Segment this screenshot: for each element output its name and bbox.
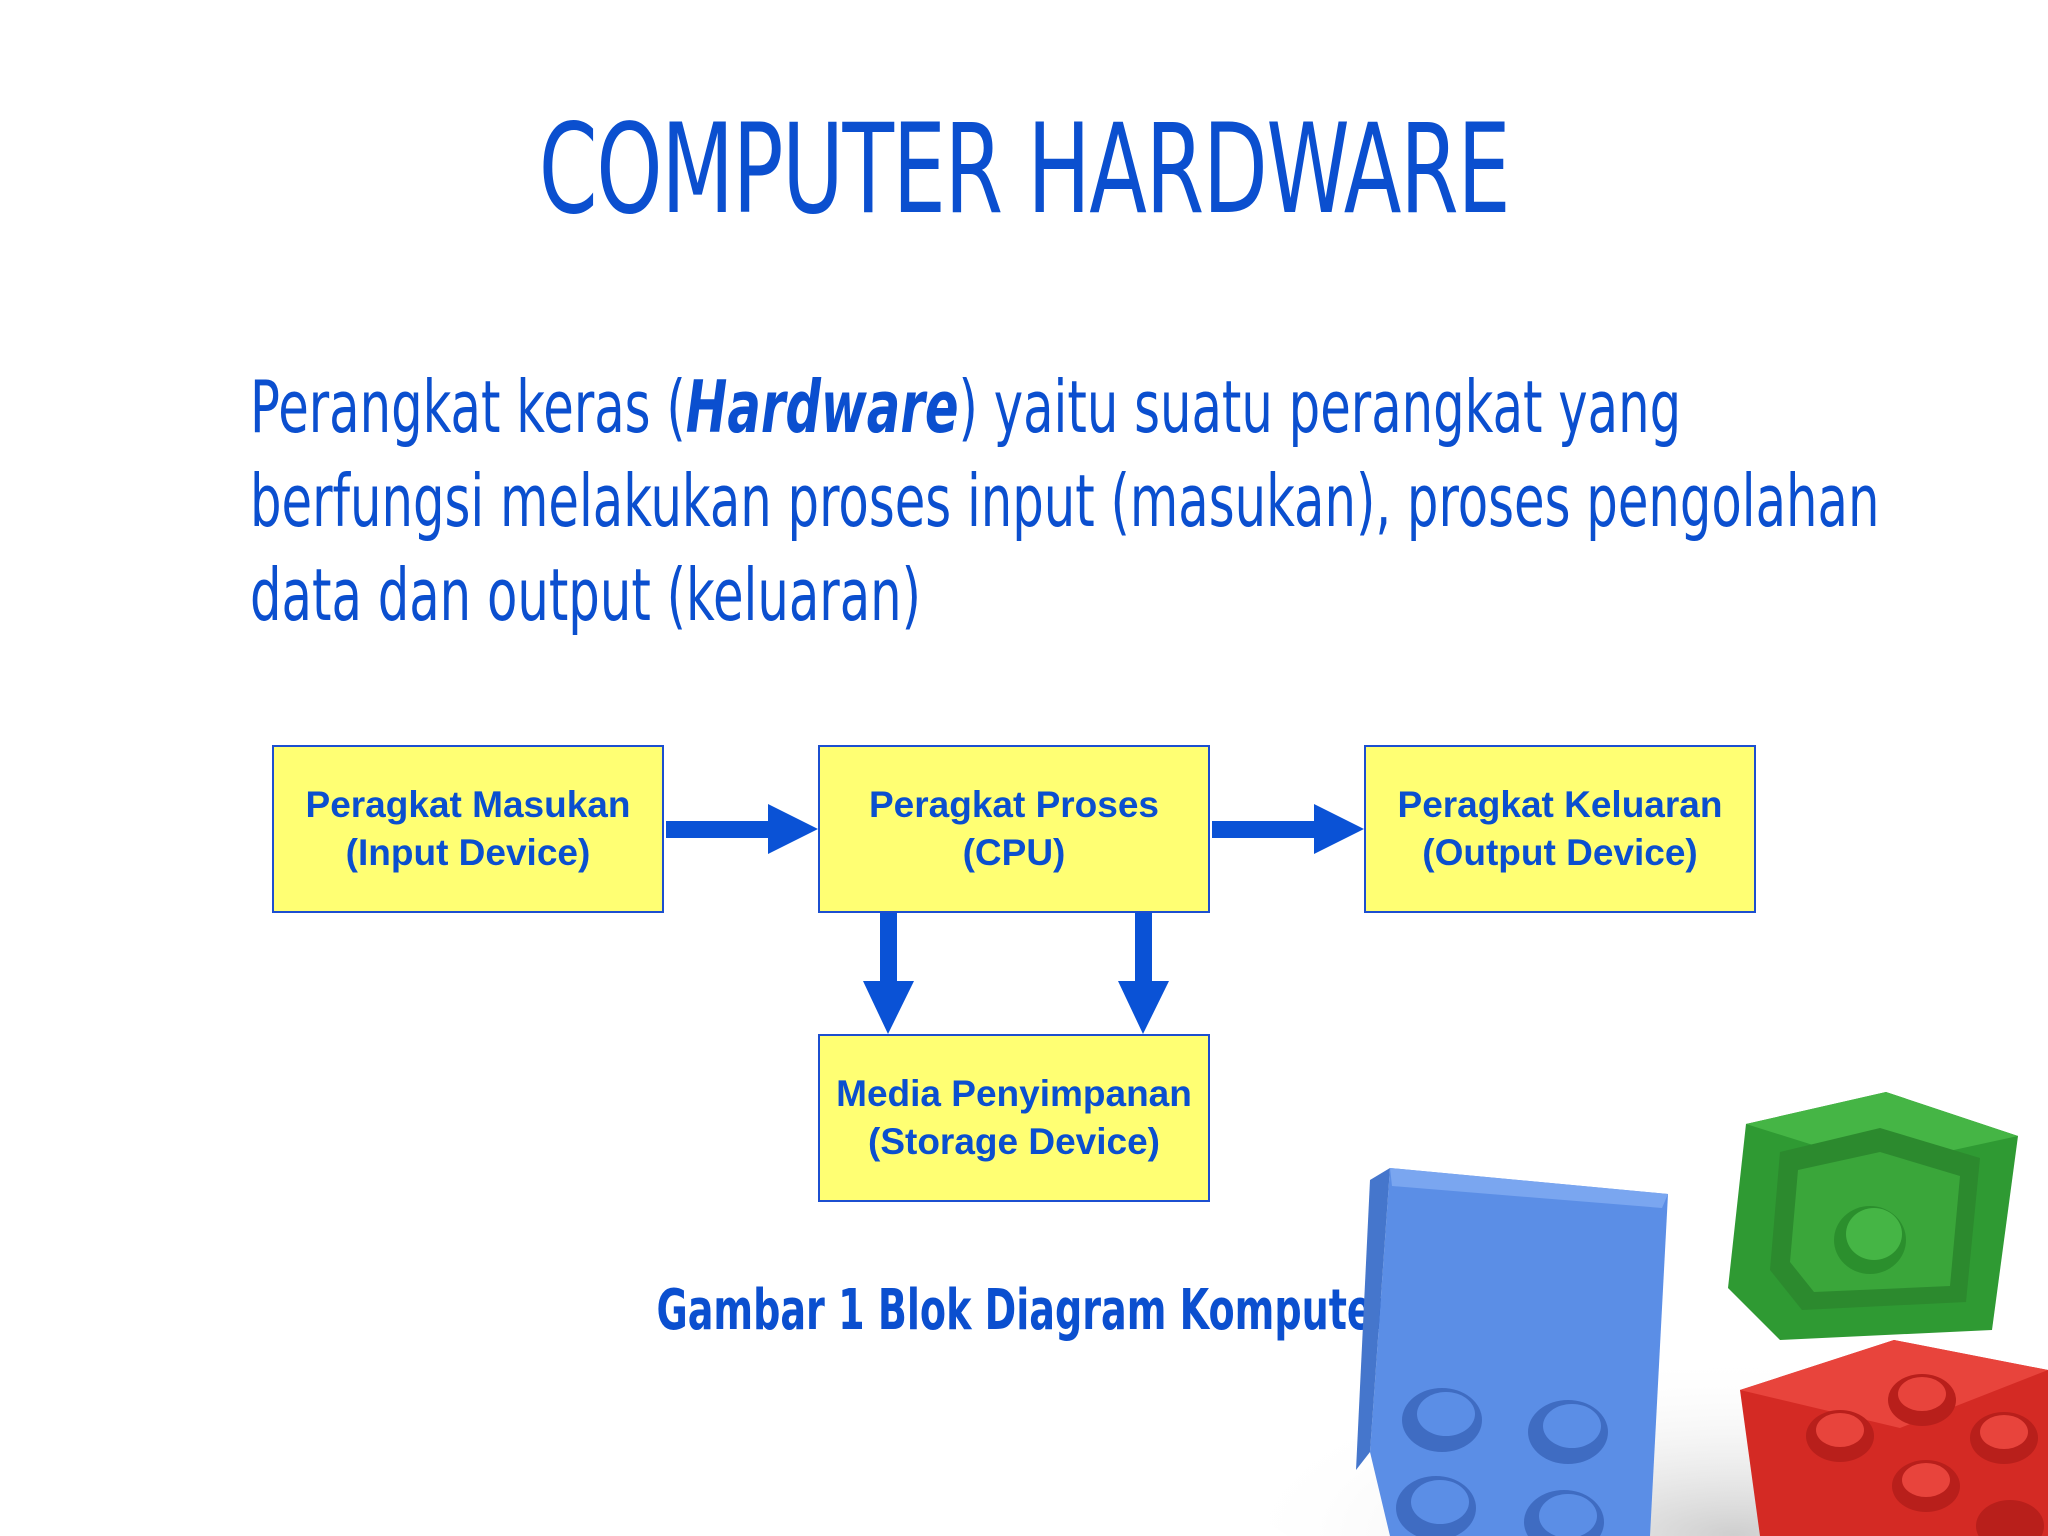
input-device-sublabel: (Input Device) (345, 832, 591, 873)
cpu-sublabel: (CPU) (962, 832, 1066, 873)
storage-device-label: Media Penyimpanan (836, 1073, 1192, 1114)
output-device-sublabel: (Output Device) (1422, 832, 1698, 873)
storage-device-sublabel: (Storage Device) (868, 1121, 1160, 1162)
toy-building-blocks-icon (1230, 1092, 2048, 1536)
storage-device-box: Media Penyimpanan (Storage Device) (818, 1034, 1210, 1202)
body-line-1-start: Perangkat keras ( (250, 365, 686, 449)
body-line-2: berfungsi melakukan proses input (masuka… (250, 459, 1880, 543)
body-line-1-end: ) yaitu suatu perangkat yang (958, 365, 1682, 449)
blue-block (1356, 1168, 1668, 1536)
output-device-label: Peragkat Keluaran (1397, 784, 1723, 825)
red-block (1740, 1340, 2048, 1536)
arrow-cpu-to-storage-right (1118, 913, 1169, 1034)
input-device-box: Peragkat Masukan (Input Device) (272, 745, 664, 913)
arrow-input-to-cpu (666, 804, 818, 854)
diagram-caption: Gambar 1 Blok Diagram Komputer (656, 1278, 1392, 1343)
cpu-box: Peragkat Proses (CPU) (818, 745, 1210, 913)
slide-title: COMPUTER HARDWARE (538, 98, 1511, 242)
output-device-box: Peragkat Keluaran (Output Device) (1364, 745, 1756, 913)
input-device-label: Peragkat Masukan (305, 784, 631, 825)
cpu-label: Peragkat Proses (868, 784, 1159, 825)
hardware-emphasis: Hardware (685, 365, 959, 449)
body-paragraph: Perangkat keras (Hardware) yaitu suatu p… (250, 360, 2048, 642)
arrow-cpu-to-storage-left (863, 913, 914, 1034)
body-line-1: Perangkat keras (Hardware) yaitu suatu p… (250, 360, 2048, 454)
arrow-cpu-to-output (1212, 804, 1364, 854)
body-line-3: data dan output (keluaran) (250, 553, 922, 637)
green-block (1728, 1092, 2018, 1340)
